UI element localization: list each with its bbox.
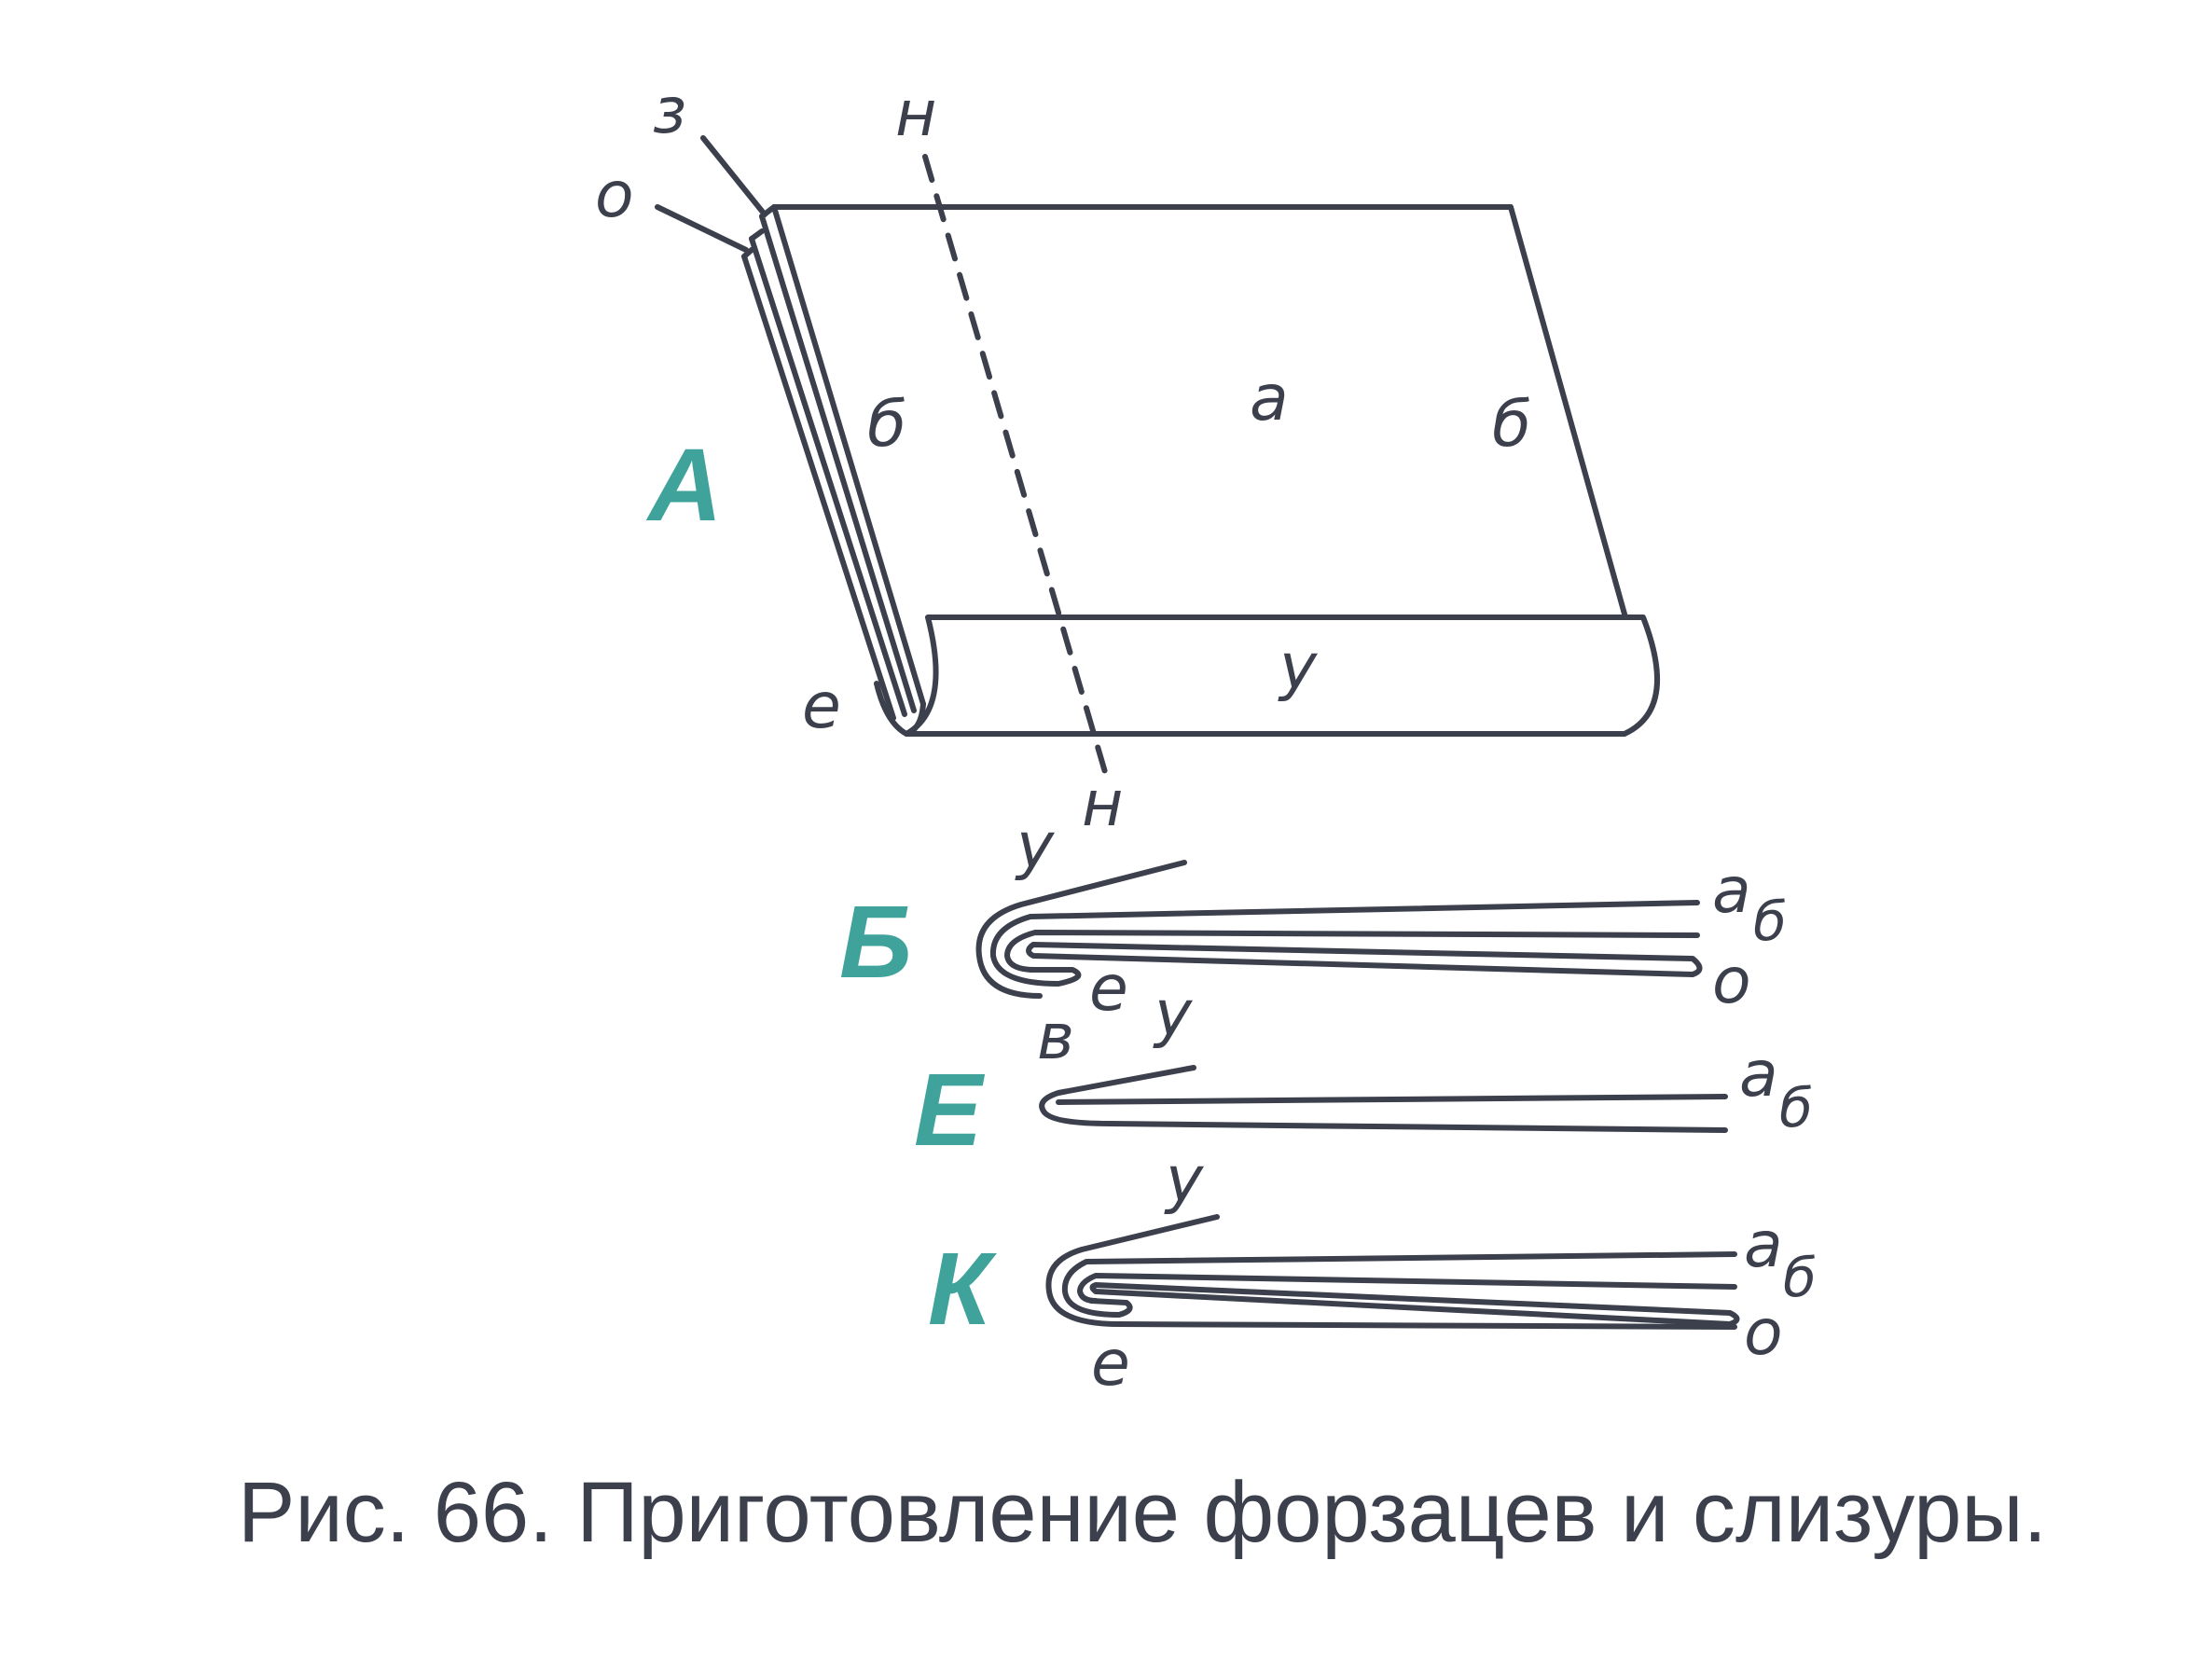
panel-a-leader-o — [655, 204, 749, 253]
panel-a-spine-e — [874, 681, 926, 737]
panel-k-label-u: у — [1164, 1143, 1204, 1217]
panel-a-id: А — [645, 428, 722, 543]
panel-e-sheet — [1056, 1094, 1728, 1105]
panel-b-id: Б — [839, 885, 912, 1000]
panel-e-label-u: у — [1153, 977, 1193, 1051]
panel-b-flap-u — [975, 860, 1187, 999]
panel-a-leader-z — [700, 135, 767, 217]
panel-k-label-b: б — [1783, 1246, 1817, 1309]
panel-e-id: Е — [914, 1053, 986, 1167]
panel-b-label-a: а — [1712, 854, 1751, 928]
panel-k-label-a: а — [1744, 1208, 1783, 1282]
panel-b-label-o: о — [1712, 945, 1751, 1018]
panel-a-dashed-line — [922, 154, 1108, 775]
panel-e-label-b: б — [1779, 1076, 1813, 1139]
panel-b-sheet-middle — [1004, 930, 1700, 973]
panel-a-layer-3 — [741, 254, 896, 721]
panel-a-label-o: о — [595, 159, 634, 232]
panel-a-label-a: а — [1250, 362, 1289, 435]
panel-b-label-b: б — [1753, 890, 1787, 953]
panel-b-label-u: у — [1015, 809, 1055, 883]
panel-b-sheet-inner — [1026, 942, 1703, 977]
panel-a-drawing — [655, 135, 1661, 775]
panel-a-layer-2 — [749, 236, 907, 717]
panel-a-label-e: е — [802, 670, 841, 743]
panel-a-label-z: з — [653, 75, 686, 148]
panel-k-id: К — [928, 1232, 997, 1346]
panel-a-label-n-bottom: н — [1082, 767, 1123, 841]
panel-b-sheet-outer — [989, 900, 1700, 987]
panel-k-label-e: е — [1091, 1327, 1130, 1401]
panel-e-label-v: в — [1037, 1001, 1074, 1074]
panel-a-layer-1 — [759, 214, 917, 713]
panel-k-flap-u — [1045, 1214, 1737, 1330]
panel-k-sheet-outer — [1061, 1251, 1737, 1318]
panel-k-drawing — [1045, 1214, 1740, 1330]
panel-e-drawing — [1039, 1065, 1728, 1133]
panel-b-label-e: е — [1089, 952, 1128, 1026]
panel-a-label-b-left: б — [867, 388, 906, 462]
panel-a-top-sheet — [771, 204, 1628, 707]
panel-e-label-a: а — [1739, 1038, 1778, 1112]
panel-a-label-u: у — [1278, 630, 1318, 704]
panel-a-bottom-roll — [904, 615, 1661, 737]
panel-k-sheet-middle — [1077, 1273, 1737, 1304]
panel-a-label-b-right: б — [1492, 388, 1531, 462]
panel-k-label-o: о — [1744, 1296, 1783, 1370]
figure-caption: Рис. 66. Приготовление форзацев и слизур… — [238, 1465, 2048, 1560]
panel-a-label-n-top: н — [895, 77, 936, 151]
panel-e-flap-u — [1039, 1065, 1728, 1133]
panel-k-sheet-inner — [1089, 1282, 1740, 1327]
panel-b-drawing — [975, 860, 1703, 999]
